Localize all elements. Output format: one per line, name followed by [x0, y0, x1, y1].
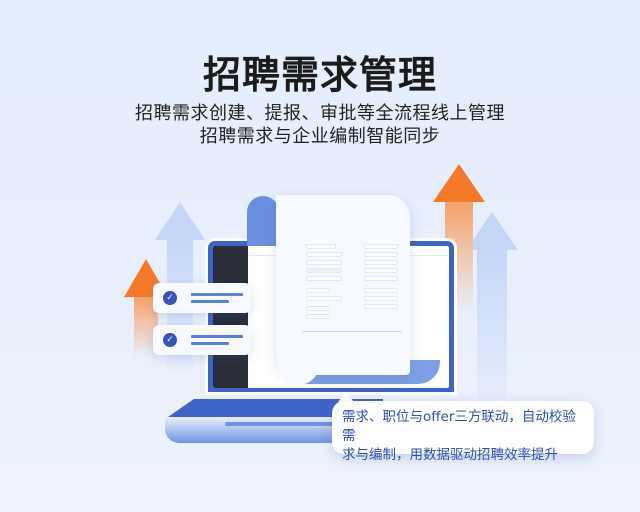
form-row [288, 295, 342, 301]
callout-tail [338, 392, 354, 402]
text-placeholder-bar [191, 335, 243, 338]
divider [302, 331, 402, 332]
form-row [346, 303, 398, 309]
callout-line-1: 需求、职位与offer三方联动，自动校验需 [342, 409, 576, 444]
form-row [288, 251, 342, 257]
form-row [288, 243, 336, 249]
callout-line-2: 求与编制，用数据驱动招聘效率提升 [342, 447, 558, 463]
document-roll-cap [276, 343, 320, 385]
sidebar-item [213, 254, 248, 263]
app-brand [213, 246, 248, 254]
text-placeholder-bar [191, 342, 229, 345]
laptop-keyboard-deck [168, 399, 383, 417]
form-row [346, 295, 398, 301]
subtitle-line-2: 招聘需求与企业编制智能同步 [199, 126, 441, 147]
check-circle-icon: ✓ [163, 333, 177, 347]
form-row [288, 305, 330, 311]
form-row [288, 275, 342, 281]
check-circle-icon: ✓ [163, 291, 177, 305]
form-row [288, 287, 330, 293]
laptop-trackpad [225, 422, 335, 426]
form-row [346, 267, 398, 273]
form-row [288, 267, 342, 273]
sidebar-item [213, 263, 248, 272]
sidebar-item [213, 272, 248, 281]
form-row [346, 259, 398, 265]
feature-callout: 需求、职位与offer三方联动，自动校验需 求与编制，用数据驱动招聘效率提升 [332, 401, 594, 463]
text-placeholder-bar [191, 300, 229, 303]
laptop-base [165, 417, 355, 443]
checklist-card: ✓ [153, 325, 251, 355]
text-placeholder-bar [191, 293, 243, 296]
form-row [288, 313, 330, 319]
subtitle-line-1: 招聘需求创建、提报、审批等全流程线上管理 [135, 103, 505, 124]
form-row [346, 275, 398, 281]
app-sidebar [213, 246, 248, 388]
checklist-card: ✓ [153, 283, 251, 313]
form-row [346, 243, 398, 249]
arrow-up-light-blue-right-icon [466, 212, 518, 410]
form-row [346, 251, 398, 257]
form-row [288, 259, 342, 265]
page-title: 招聘需求管理 [202, 53, 437, 97]
document-tab [247, 196, 279, 246]
form-row [346, 287, 398, 293]
